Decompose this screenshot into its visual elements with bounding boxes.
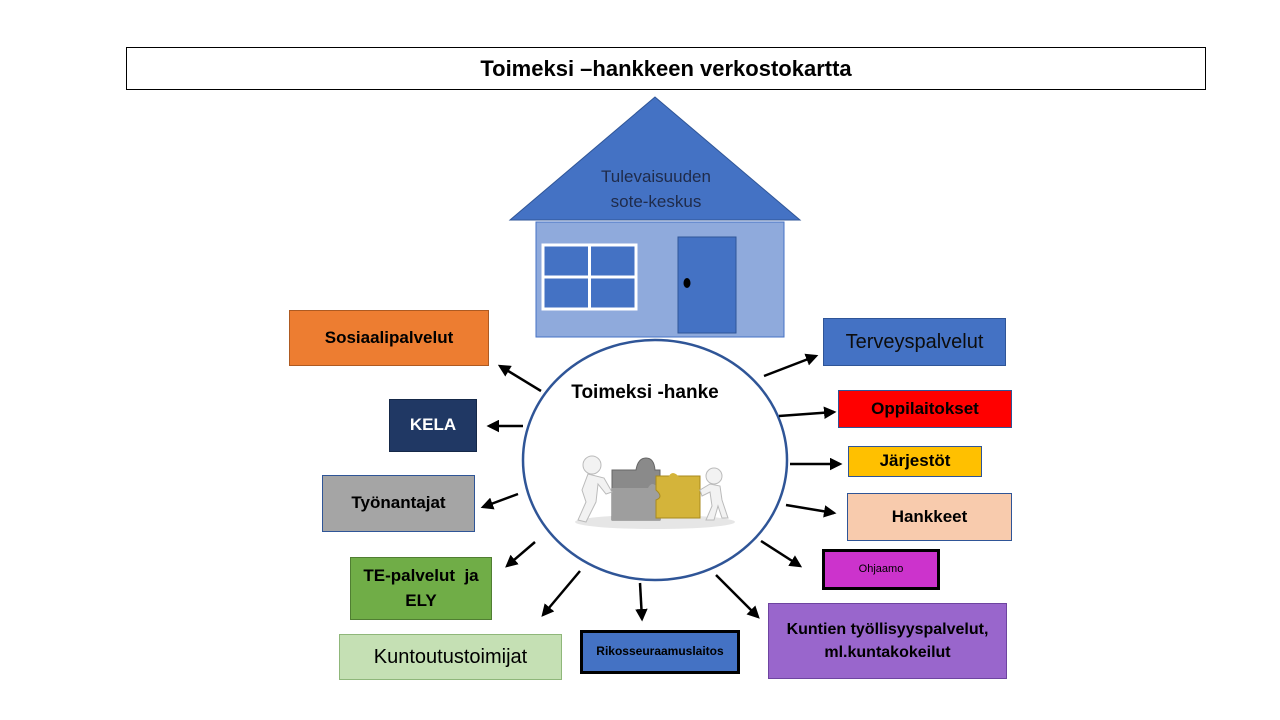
node-te-palvelut-label-line1: TE-palvelut ja [363, 565, 479, 585]
node-te-palvelut-label-line2: ELY [405, 590, 437, 610]
arrow-oppilaitokset [778, 406, 837, 419]
arrow-ohjaamo [760, 539, 803, 568]
house-icon [508, 96, 802, 338]
node-kuntoutustoimijat: Kuntoutustoimijat [339, 634, 562, 680]
node-kuntoutustoimijat-label: Kuntoutustoimijat [373, 645, 528, 668]
puzzle-people-icon [575, 455, 735, 529]
arrow-kuntoutustoimijat [541, 570, 581, 617]
node-hankkeet-label: Hankkeet [891, 506, 968, 526]
arrow-sosiaalipalvelut [497, 364, 542, 393]
arrow-te-palvelut [505, 541, 536, 568]
node-kuntien-label-line2: ml.kuntakokeilut [824, 644, 951, 661]
arrow-hankkeet [785, 503, 837, 518]
node-terveyspalvelut: Terveyspalvelut [823, 318, 1006, 366]
node-sosiaalipalvelut: Sosiaalipalvelut [289, 310, 489, 366]
node-jarjestot-label: Järjestöt [879, 451, 951, 471]
node-jarjestot: Järjestöt [848, 446, 982, 477]
node-kela: KELA [389, 399, 477, 452]
house-roof [508, 96, 802, 221]
node-ohjaamo: Ohjaamo [822, 549, 940, 590]
door-icon [677, 236, 737, 334]
arrow-terveyspalvelut [763, 353, 819, 378]
node-tyonantajat: Työnantajat [322, 475, 475, 532]
node-ohjaamo-label: Ohjaamo [858, 562, 904, 575]
node-oppilaitokset-label: Oppilaitokset [871, 398, 979, 418]
node-tyonantajat-label: Työnantajat [351, 493, 446, 513]
house-label-line1: Tulevaisuuden [601, 167, 711, 186]
node-hankkeet: Hankkeet [847, 493, 1012, 541]
node-kela-label: KELA [409, 415, 457, 435]
node-sosiaalipalvelut-label: Sosiaalipalvelut [324, 327, 454, 347]
node-rikosseuraamuslaitos: Rikosseuraamuslaitos [580, 630, 740, 674]
node-rikosseuraamuslaitos-label: Rikosseuraamuslaitos [596, 644, 724, 659]
node-terveyspalvelut-label: Terveyspalvelut [845, 330, 984, 353]
arrow-tyonantajat [480, 492, 519, 510]
arrow-rikosseuraamuslaitos [635, 582, 648, 622]
page-title: Toimeksi –hankkeen verkostokartta [126, 47, 1206, 90]
arrows [480, 353, 843, 622]
house-label-line2: sote-keskus [610, 192, 702, 211]
node-oppilaitokset: Oppilaitokset [838, 390, 1012, 428]
node-kuntien-tyollisyyspalvelut: Kuntien työllisyyspalvelut, ml.kuntakoke… [768, 603, 1007, 679]
node-te-palvelut: TE-palvelut ja ELY [350, 557, 492, 620]
center-circle [521, 338, 789, 582]
house-label: Tulevaisuuden sote-keskus [560, 164, 752, 214]
arrow-kuntien [715, 574, 760, 619]
center-label: Toimeksi -hanke [571, 382, 719, 403]
node-kuntien-label-line1: Kuntien työllisyyspalvelut, [786, 620, 989, 638]
window-icon [541, 243, 638, 311]
